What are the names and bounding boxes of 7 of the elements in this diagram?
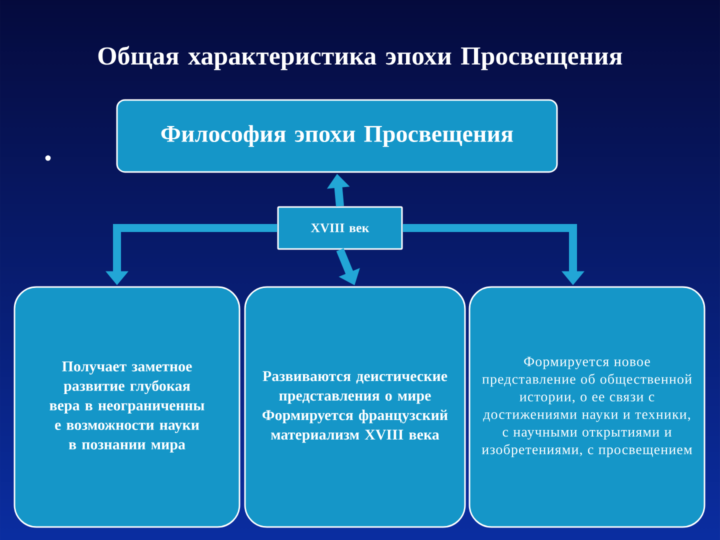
- text-box: Получает заметное развитие глубокая вера в неограниченны е возможности науки в познании мира: [14, 286, 240, 528]
- heading-box: Философия эпохи Просвещения: [116, 99, 558, 173]
- century-box: XVIII век: [277, 206, 403, 250]
- text-box: Развиваются деистические представления о мире Формируется французский материализм XVIII века: [244, 286, 466, 528]
- title: Общая характеристика эпохи Просвещения: [98, 46, 622, 70]
- text-box: Формируется новое представление об общественной истории, о ее связи с достижениями науки и техники, с научными открытиями и изобретениями, с просвещением: [468, 286, 706, 528]
- bullet: •: [45, 155, 51, 161]
